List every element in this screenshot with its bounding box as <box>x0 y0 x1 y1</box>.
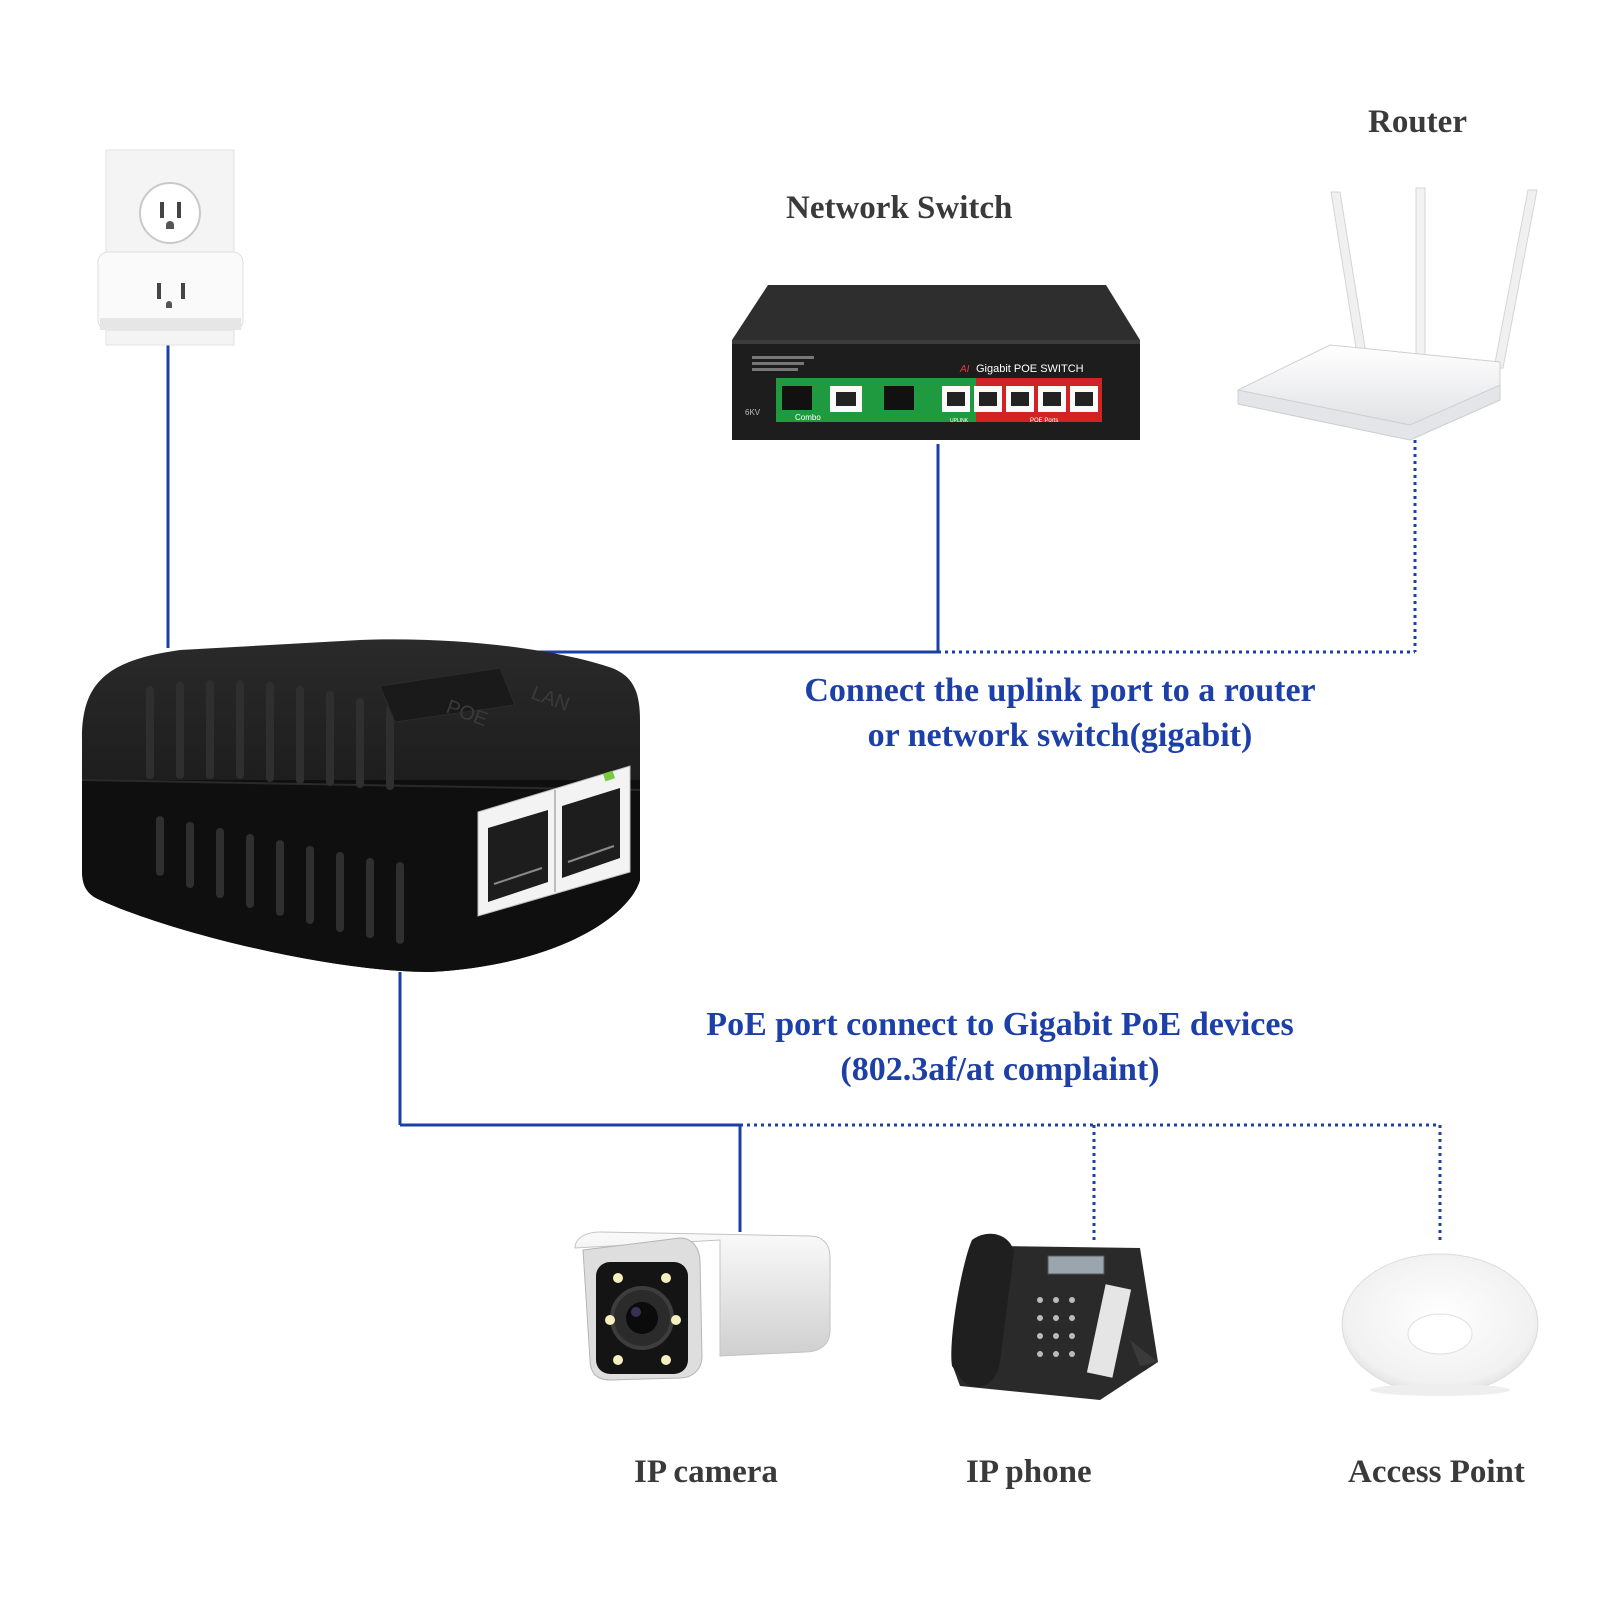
uplink-caption: Connect the uplink port to a router or n… <box>660 668 1460 758</box>
ip-phone-image <box>951 1233 1158 1400</box>
uplink-caption-line-1: Connect the uplink port to a router <box>804 672 1316 709</box>
switch-kv-label: 6KV <box>745 408 761 417</box>
switch-title: Gigabit POE SWITCH <box>976 363 1084 375</box>
ip-camera-label: IP camera <box>634 1454 778 1490</box>
switch-combo-label: Combo <box>795 413 821 422</box>
poe-caption-line-1: PoE port connect to Gigabit PoE devices <box>706 1006 1294 1043</box>
network-switch-label: Network Switch <box>786 190 1013 226</box>
poe-injector-image: POE LAN <box>81 639 641 972</box>
ip-phone-label: IP phone <box>966 1454 1092 1490</box>
wall-outlet <box>97 149 244 346</box>
switch-poe-ports-label: POE Ports <box>1030 418 1058 424</box>
poe-caption: PoE port connect to Gigabit PoE devices … <box>580 1002 1420 1092</box>
router-label: Router <box>1368 104 1467 140</box>
ip-camera-image <box>574 1231 831 1381</box>
access-point-image <box>1341 1253 1539 1396</box>
access-point-label: Access Point <box>1348 1454 1525 1490</box>
network-switch-image: AI Gigabit POE SWITCH Combo POE Ports UP… <box>732 285 1140 440</box>
router-image <box>1237 187 1538 441</box>
switch-uplink-label: UPLINK <box>950 418 969 424</box>
poe-caption-line-2: (802.3af/at complaint) <box>840 1051 1160 1088</box>
switch-title-prefix: AI <box>959 364 970 375</box>
uplink-caption-line-2: or network switch(gigabit) <box>867 717 1253 754</box>
